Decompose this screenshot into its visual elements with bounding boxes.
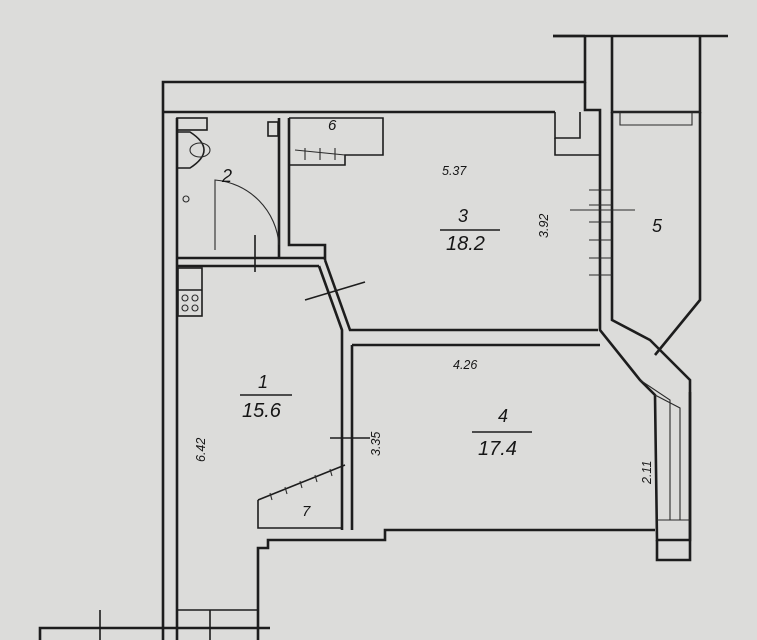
room-6-number: 6 [328, 117, 337, 134]
room-3-number: 3 [458, 206, 468, 226]
dim-balcony-depth: 2.11 [640, 461, 654, 485]
dim-room4-depth: 3.35 [369, 432, 383, 456]
room-4-number: 4 [498, 406, 508, 426]
room-4-area: 17.4 [478, 438, 517, 460]
dimension-labels: 5.37 3.92 4.26 3.35 6.42 2.11 [194, 164, 654, 485]
room-3-area: 18.2 [446, 233, 485, 255]
interior-walls [99, 111, 700, 640]
room-5-number: 5 [652, 216, 663, 236]
dim-room3-width: 5.37 [442, 164, 467, 178]
room-2-number: 2 [221, 166, 232, 186]
dim-room4-width: 4.26 [453, 358, 477, 372]
dim-room1-depth: 6.42 [194, 438, 208, 462]
room-7-number: 7 [302, 503, 311, 520]
room-1-area: 15.6 [242, 400, 282, 422]
room-labels: 2 6 3 18.2 5 1 15.6 4 17.4 7 [221, 117, 663, 520]
dim-room3-depth: 3.92 [537, 214, 551, 238]
room-1-number: 1 [258, 372, 268, 392]
exterior-walls [38, 34, 728, 640]
kitchen-stove [177, 267, 203, 317]
bathroom-fixtures [176, 117, 280, 250]
